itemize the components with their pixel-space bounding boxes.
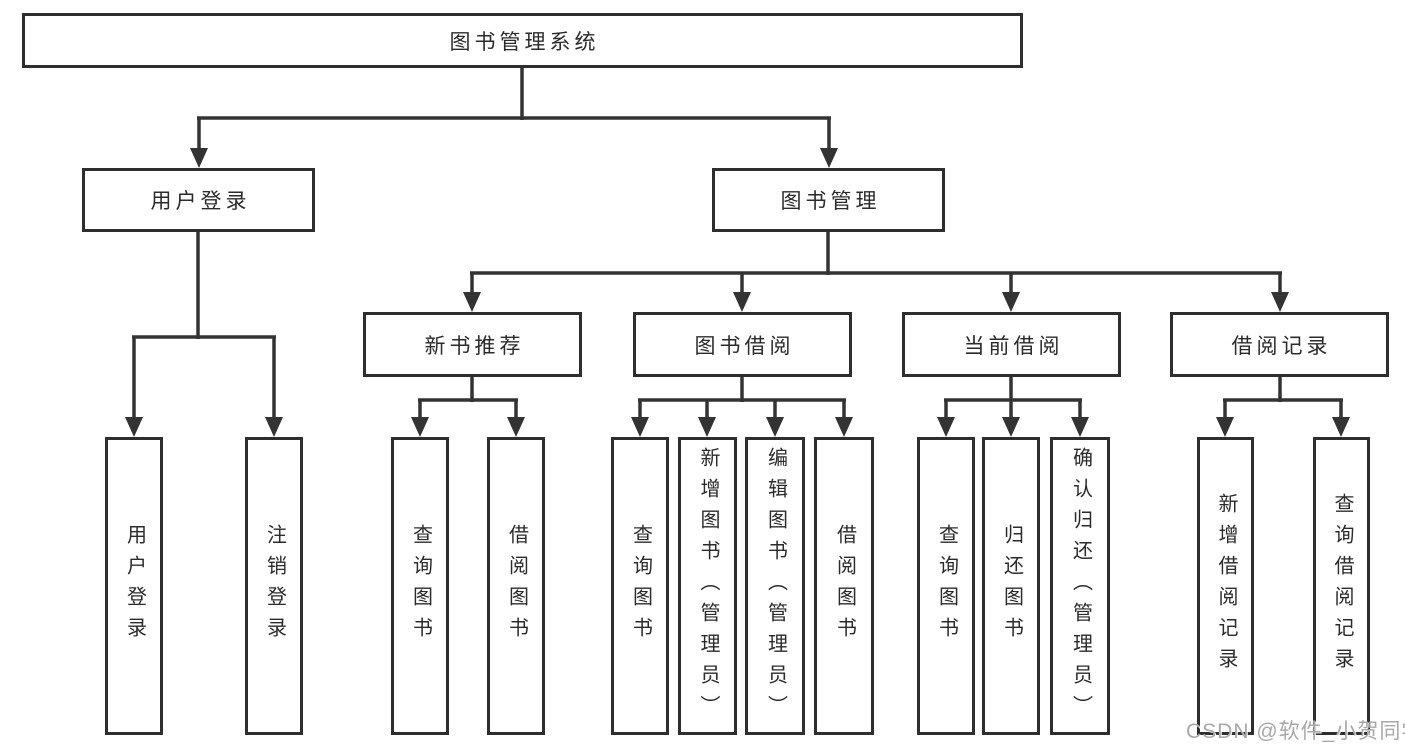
leaf-user-login-label: 用户登录 (123, 524, 146, 648)
leaf-borrow-books-recommend: 借阅图书 (487, 437, 545, 735)
leaf-query-books-recommend-label: 查询图书 (409, 524, 432, 648)
leaf-query-books-borrow: 查询图书 (611, 437, 669, 735)
leaf-confirm-return-admin: 确认归还（管理员） (1050, 437, 1110, 735)
node-book-management: 图书管理 (712, 168, 945, 232)
leaf-return-books: 归还图书 (982, 437, 1040, 735)
leaf-query-borrow-record-label: 查询借阅记录 (1331, 493, 1353, 679)
leaf-query-books-current-label: 查询图书 (935, 524, 958, 648)
root-box-library-system: 图书管理系统 (22, 13, 1023, 68)
leaf-user-login: 用户登录 (105, 437, 163, 735)
leaf-return-books-label: 归还图书 (1000, 524, 1023, 648)
arrowheads (125, 148, 1350, 437)
node-book-borrow-label: 图书借阅 (694, 334, 795, 358)
leaf-query-books-recommend: 查询图书 (391, 437, 449, 735)
leaf-borrow-books: 借阅图书 (814, 437, 874, 735)
leaf-borrow-books-label: 借阅图书 (833, 524, 856, 648)
node-borrow-records-label: 借阅记录 (1231, 334, 1332, 358)
root-label: 图书管理系统 (449, 30, 600, 54)
node-new-book-recommend-label: 新书推荐 (424, 334, 525, 358)
node-user-login-label: 用户登录 (150, 190, 251, 213)
node-user-login: 用户登录 (82, 168, 315, 232)
leaf-add-books-admin-label: 新增图书（管理员） (697, 446, 719, 726)
leaf-edit-books-admin-label: 编辑图书（管理员） (764, 446, 787, 726)
leaf-add-borrow-record-label: 新增借阅记录 (1215, 493, 1237, 679)
node-borrow-records: 借阅记录 (1170, 312, 1389, 377)
leaf-query-books-current: 查询图书 (917, 437, 975, 735)
watermark-text: CSDN @软件_小贺同学 (1186, 720, 1405, 743)
leaf-logout-label: 注销登录 (263, 524, 286, 648)
leaf-logout: 注销登录 (245, 437, 303, 735)
leaf-add-borrow-record: 新增借阅记录 (1197, 437, 1254, 735)
leaf-confirm-return-admin-label: 确认归还（管理员） (1069, 446, 1092, 726)
node-new-book-recommend: 新书推荐 (363, 312, 582, 377)
leaf-query-books-borrow-label: 查询图书 (629, 524, 652, 648)
leaf-query-borrow-record: 查询借阅记录 (1313, 437, 1370, 735)
node-current-borrow: 当前借阅 (902, 312, 1121, 377)
leaf-edit-books-admin: 编辑图书（管理员） (745, 437, 805, 735)
node-current-borrow-label: 当前借阅 (963, 334, 1064, 358)
node-book-borrow: 图书借阅 (633, 312, 852, 377)
leaf-add-books-admin: 新增图书（管理员） (678, 437, 737, 735)
node-book-management-label: 图书管理 (780, 190, 881, 213)
leaf-borrow-books-recommend-label: 借阅图书 (505, 524, 528, 648)
